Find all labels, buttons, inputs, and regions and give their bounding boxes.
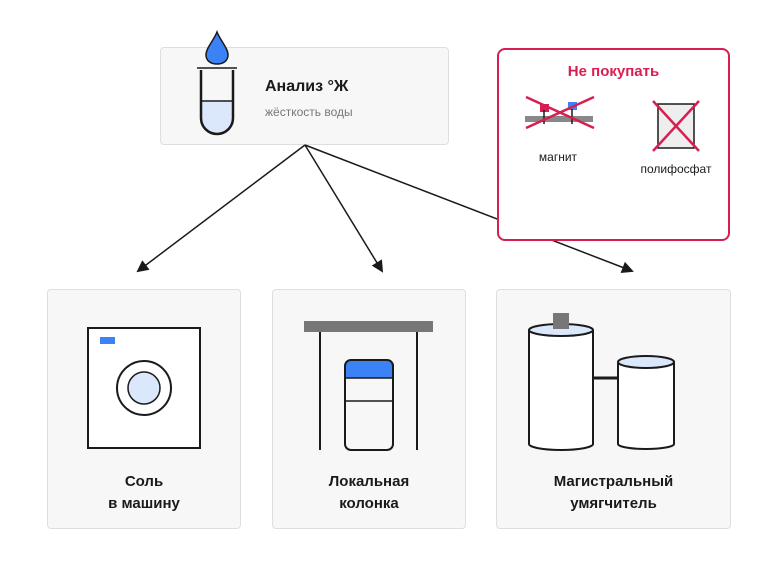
water-softener-icon <box>528 313 675 451</box>
arrow-to-main <box>304 144 634 274</box>
do-not-buy-polyphosphate-label: полифосфат <box>640 162 712 176</box>
option-label-main-softener: Магистральный умягчитель <box>553 473 674 512</box>
analysis-title: Анализ °Ж <box>265 78 349 95</box>
water-drop-icon <box>205 29 229 65</box>
polyphosphate-icon <box>652 100 700 152</box>
analysis-subtitle: жёсткость воды <box>265 105 353 119</box>
magnet-icon <box>525 95 595 130</box>
arrow-to-salt <box>136 144 306 273</box>
arrow-to-column <box>304 144 384 273</box>
option-label-salt: Соль в машину <box>108 473 180 512</box>
filter-column-icon <box>304 321 433 451</box>
do-not-buy-title: Не покупать <box>567 63 660 80</box>
do-not-buy-magnet-label: магнит <box>538 150 578 164</box>
test-tube-icon <box>197 29 237 136</box>
washing-machine-icon <box>87 327 201 449</box>
option-label-column: Локальная колонка <box>328 473 410 512</box>
